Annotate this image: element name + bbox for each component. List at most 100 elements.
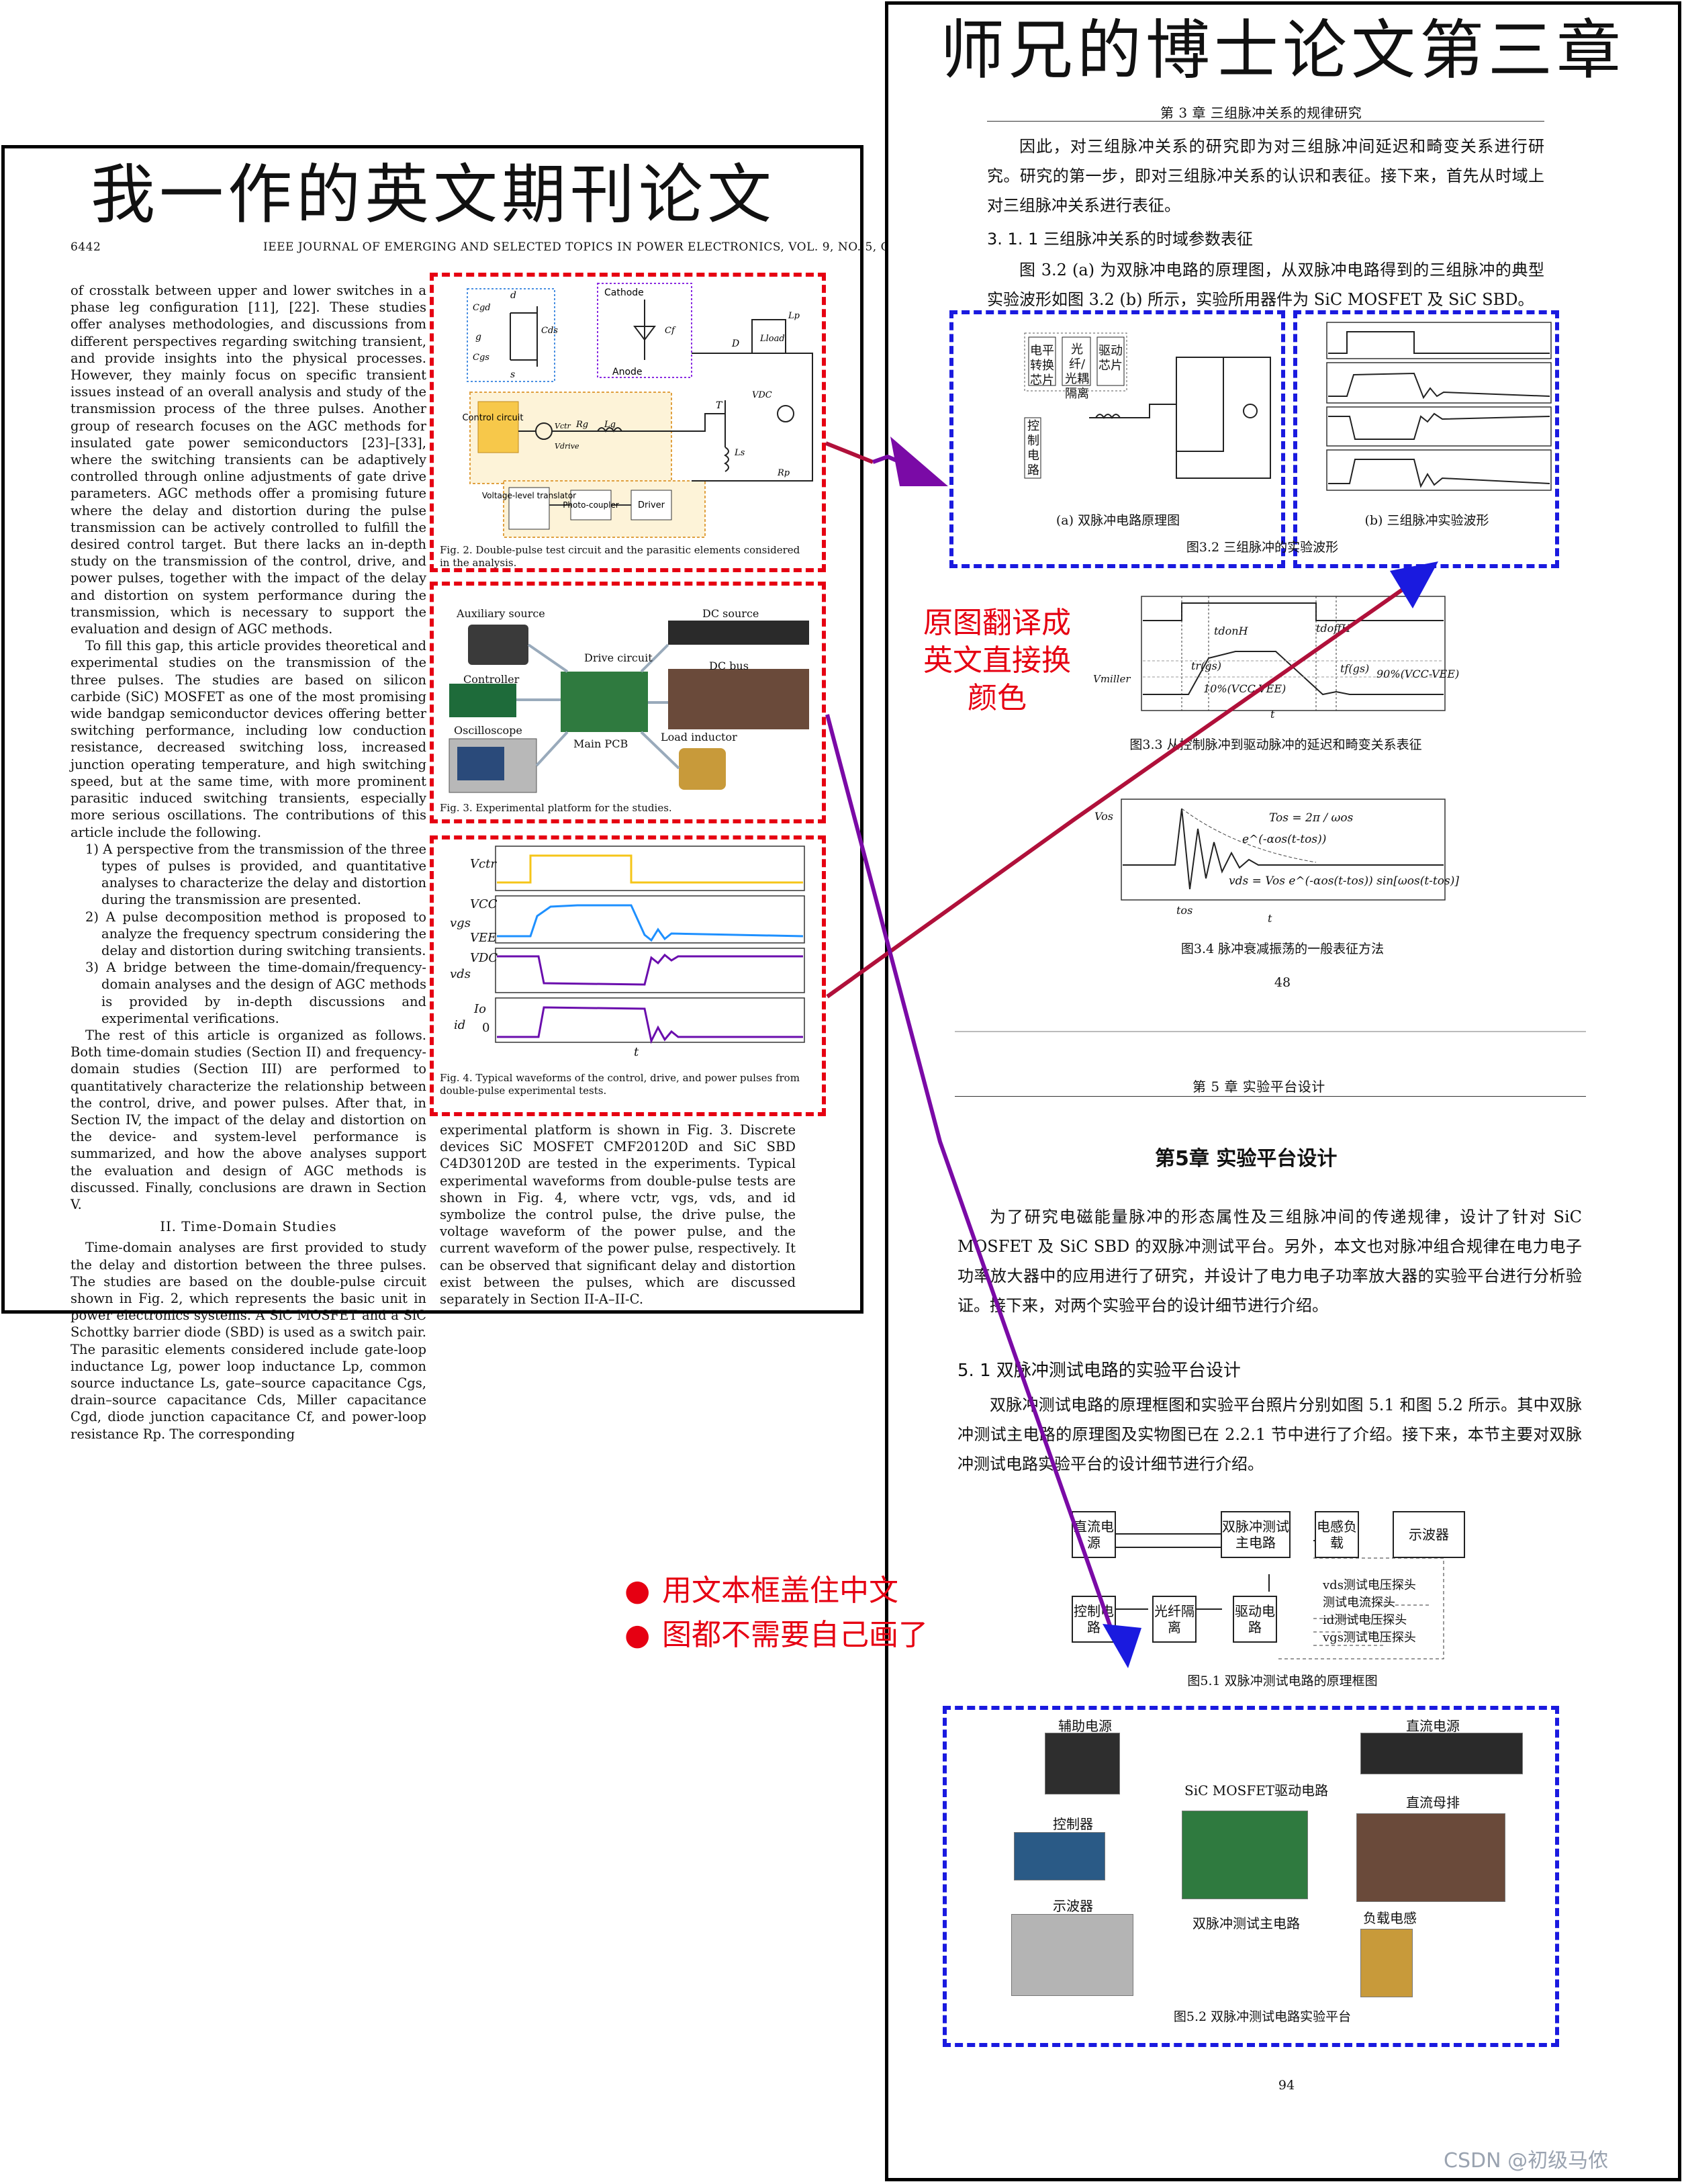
fig52-photo-load	[1360, 1929, 1413, 1997]
thesis-paragraph: 图 3.2 (a) 为双脉冲电路的原理图，从双脉冲电路得到的三组脉冲的典型实验波…	[987, 261, 1544, 309]
fig51-block-iso: 光纤隔离	[1152, 1596, 1197, 1643]
fig33-label-90pct: 90%(VCC-VEE)	[1376, 668, 1460, 680]
fig2-caption: Fig. 2. Double-pulse test circuit and th…	[440, 544, 800, 569]
fig52-label-aux: 辅助电源	[1058, 1718, 1112, 1734]
fig33-label-t: t	[1270, 708, 1275, 721]
fig51-block-drv: 驱动电路	[1233, 1596, 1277, 1643]
fig2-label-s: s	[510, 369, 515, 380]
fig3-label-dcbus: DC bus	[709, 659, 749, 672]
section-5-1-title: 5. 1 双脉冲测试电路的实验平台设计	[957, 1361, 1241, 1381]
thesis-running-header-5: 第 5 章 实验平台设计	[1192, 1079, 1325, 1095]
fig32a-block-level: 电平转换芯片	[1030, 344, 1054, 388]
arrowhead	[1390, 561, 1438, 608]
fig2-label-lg: Lg	[604, 420, 616, 430]
fig51-probe-label: vds测试电压探头	[1323, 1578, 1416, 1592]
fig34-label-vos: Vos	[1094, 810, 1113, 823]
fig4-label-t: t	[634, 1045, 639, 1059]
fig4-label-vctr: Vctr	[470, 857, 496, 871]
bullet-note: ●图都不需要自己画了	[624, 1613, 928, 1657]
fig52-photo-bus	[1356, 1813, 1505, 1902]
thesis-page-48: 48	[1274, 975, 1291, 990]
fig2-label-lp: Lp	[788, 311, 800, 321]
fig3-label-controller: Controller	[463, 673, 520, 686]
fig32a-block-control: 控制电路	[1027, 419, 1039, 477]
fig4-highlight	[430, 835, 826, 1116]
fig33-timing	[1141, 596, 1446, 711]
fig2-label-photocoupler: Photo-coupler	[563, 500, 619, 510]
bullet-note: ●用文本框盖住中文	[624, 1569, 928, 1613]
fig2-label-cgd: Cgd	[473, 303, 491, 313]
fig34-label-eq2: e^(-αos(t-tos))	[1242, 833, 1327, 846]
arrow-fig4-to-fig32b	[826, 582, 1411, 999]
fig2-label-control: Control circuit	[462, 413, 523, 423]
fig32b-caption: (b) 三组脉冲实验波形	[1364, 513, 1489, 528]
fig51-probe-label: id测试电压探头	[1323, 1613, 1407, 1627]
fig52-caption: 图5.2 双脉冲测试电路实验平台	[1173, 2009, 1352, 2024]
translate-note-line: 原图翻译成	[923, 606, 1071, 640]
bullet-dot: ●	[624, 1574, 651, 1608]
fig52-photo-aux	[1045, 1733, 1120, 1794]
fig4-label-id: id	[454, 1018, 466, 1032]
fig32a-block-driver: 驱动芯片	[1098, 344, 1123, 373]
fig52-photo-osc	[1011, 1914, 1133, 1996]
arrow-fig2-to-fig32a	[825, 441, 874, 464]
fig2-label-vctr: Vctr	[555, 422, 571, 430]
paper-paragraph: To fill this gap, this article provides …	[71, 638, 426, 840]
fig2-highlight	[430, 273, 826, 572]
contribution-item: 2) A pulse decomposition method is propo…	[85, 909, 426, 958]
fig2-label-diode: D	[731, 338, 739, 349]
left-title: 我一作的英文期刊论文	[91, 157, 776, 232]
fig32b-waveforms	[1326, 322, 1552, 491]
fig4-label-vgs: vgs	[450, 916, 471, 930]
paper-column-2: experimental platform is shown in Fig. 3…	[440, 1122, 796, 1308]
section-3-1-1-title: 3. 1. 1 三组脉冲关系的时域参数表征	[987, 230, 1253, 248]
section-title: II. Time-Domain Studies	[160, 1219, 337, 1235]
fig2-label-rp: Rp	[777, 468, 790, 478]
fig52-photo-dc	[1360, 1733, 1523, 1774]
fig2-label-vdc: VDC	[752, 390, 772, 400]
watermark: CSDN @初级马侬	[1444, 2149, 1609, 2173]
page-divider	[955, 1031, 1586, 1032]
fig3-label-load: Load inductor	[661, 731, 737, 743]
fig52-label-drive: SiC MOSFET驱动电路	[1184, 1782, 1329, 1799]
thesis-paragraph: 双脉冲测试电路的原理框图和实验平台照片分别如图 5.1 和图 5.2 所示。其中…	[957, 1396, 1582, 1473]
paper-paragraph: The rest of this article is organized as…	[71, 1027, 426, 1212]
fig2-label-t: T	[716, 400, 723, 411]
fig34-label-eq3: vds = Vos e^(-αos(t-tos)) sin[ωos(t-tos)…	[1229, 874, 1459, 888]
fig2-label-translator: Voltage-level translator	[482, 491, 576, 500]
fig52-label-dc: 直流电源	[1406, 1718, 1460, 1734]
fig33-label-vmiller: Vmiller	[1093, 673, 1131, 685]
fig4-label-vee: VEE	[470, 931, 497, 945]
arrowhead	[1103, 1624, 1141, 1668]
fig51-probe-label: vgs测试电压探头	[1323, 1631, 1416, 1645]
fig3-label-pcb: Main PCB	[573, 737, 628, 750]
fig52-highlight	[943, 1706, 1559, 2047]
fig4-label-vdc: VDC	[470, 951, 498, 965]
fig51-caption: 图5.1 双脉冲测试电路的原理框图	[1187, 1674, 1378, 1688]
fig2-label-cathode: Cathode	[604, 287, 644, 298]
thesis-paragraph: 为了研究电磁能量脉冲的形态属性及三组脉冲间的传递规律，设计了针对 SiC MOS…	[957, 1208, 1582, 1315]
paper-paragraph: Time-domain analyses are first provided …	[71, 1240, 426, 1442]
fig32a-caption: (a) 双脉冲电路原理图	[1056, 513, 1180, 528]
fig2-label-d: d	[510, 290, 516, 301]
header-rule	[955, 1096, 1586, 1097]
fig33-caption: 图3.3 从控制脉冲到驱动脉冲的延迟和畸变关系表征	[1129, 737, 1422, 752]
fig4-waveforms	[495, 846, 805, 1044]
chapter-5-title: 第5章 实验平台设计	[1155, 1147, 1338, 1171]
fig2-circuit: Control circuit Voltage-level translator…	[462, 283, 813, 538]
thesis-running-header-3: 第 3 章 三组脉冲关系的规律研究	[1160, 105, 1362, 121]
paper-journal-header: IEEE JOURNAL OF EMERGING AND SELECTED TO…	[263, 240, 978, 254]
fig2-label-cf: Cf	[665, 326, 676, 336]
fig4-caption: Fig. 4. Typical waveforms of the control…	[440, 1072, 800, 1097]
fig33-label-tr: tr(gs)	[1191, 659, 1222, 672]
paper-paragraph: of crosstalk between upper and lower swi…	[71, 283, 426, 637]
fig2-label-anode: Anode	[612, 367, 643, 377]
fig3-label-drive: Drive circuit	[584, 651, 653, 664]
fig3-label-osc: Oscilloscope	[454, 724, 522, 737]
fig51-block-load: 电感负载	[1315, 1511, 1359, 1558]
fig51-probe-label: 测试电流探头	[1323, 1596, 1395, 1610]
fig2-label-cds: Cds	[541, 326, 558, 336]
fig4-label-vcc: VCC	[470, 897, 498, 911]
fig3-label-dc: DC source	[702, 607, 759, 620]
